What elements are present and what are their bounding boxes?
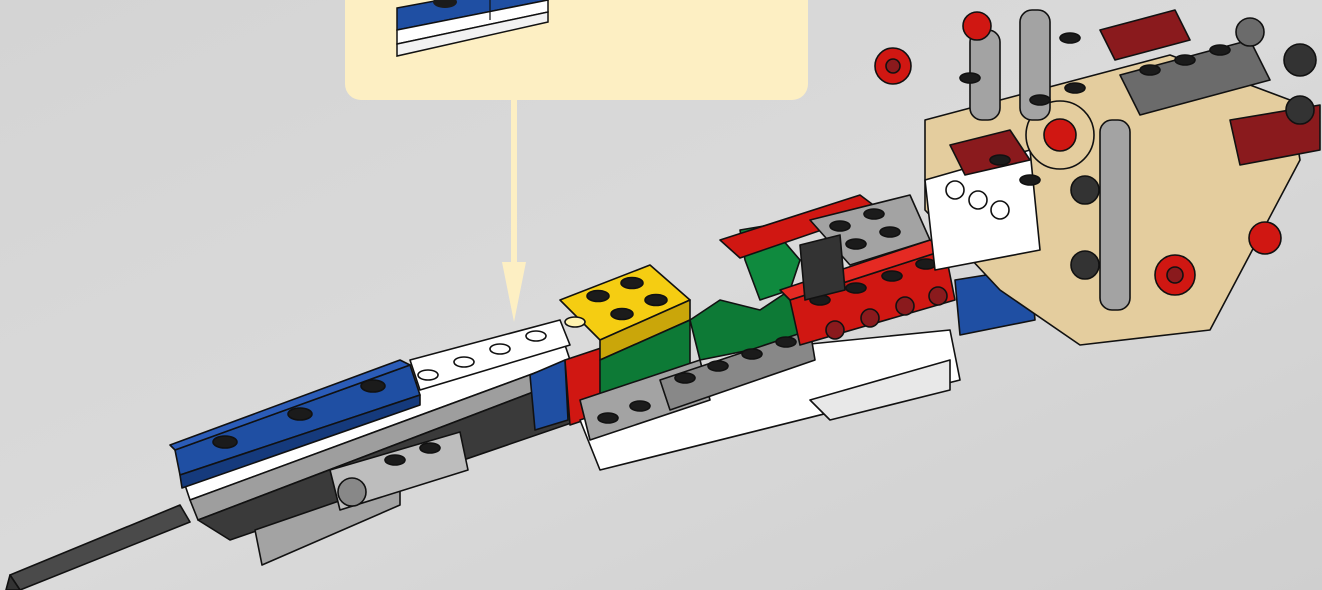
callout-box <box>345 0 808 100</box>
